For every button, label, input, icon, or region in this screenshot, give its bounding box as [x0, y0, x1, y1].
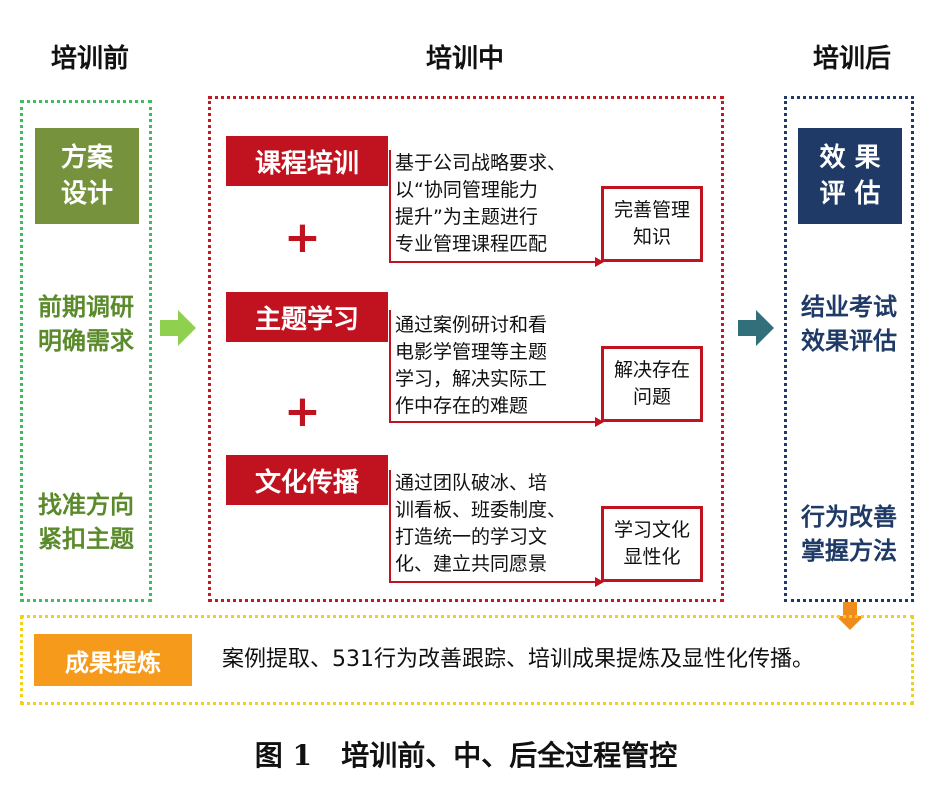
culture-spread-block: 文化传播 — [226, 455, 388, 505]
arrow-right-green-icon — [160, 310, 196, 346]
effect-evaluation-block: 效 果 评 估 — [798, 128, 902, 224]
outcome-text: 案例提取、531行为改善跟踪、培训成果提炼及显性化传播。 — [222, 647, 814, 672]
course-training-block: 课程培训 — [226, 136, 388, 186]
phase-title-after: 培训后 — [812, 44, 891, 74]
figure-caption: 图 1 培训前、中、后全过程管控 — [254, 739, 678, 772]
theme-learning-desc: 通过案例研讨和看 电影学管理等主题 学习，解决实际工 作中存在的难题 — [395, 314, 548, 417]
before-phase-box — [20, 100, 152, 602]
before-item-research: 前期调研 明确需求 — [38, 293, 134, 355]
phase-title-before: 培训前 — [50, 44, 129, 74]
plus-icon: + — [284, 212, 321, 263]
theme-learning-block: 主题学习 — [226, 292, 388, 342]
plan-design-block: 方案 设计 — [35, 128, 139, 224]
culture-spread-result: 学习文化 显性化 — [601, 506, 703, 582]
outcome-label-block: 成果提炼 — [34, 634, 192, 686]
plus-icon: + — [284, 386, 321, 437]
course-training-desc: 基于公司战略要求、 以“协同管理能力 提升”为主题进行 专业管理课程匹配 — [395, 152, 567, 255]
theme-learning-result: 解决存在 问题 — [601, 346, 703, 422]
arrow-right-teal-icon — [738, 310, 774, 346]
outcome-box — [20, 615, 914, 705]
before-item-direction: 找准方向 紧扣主题 — [38, 491, 134, 553]
after-item-behavior: 行为改善 掌握方法 — [801, 503, 897, 565]
during-phase-box — [208, 96, 724, 602]
connector-lines — [389, 150, 604, 587]
after-item-exam: 结业考试 效果评估 — [801, 293, 897, 355]
course-training-result: 完善管理 知识 — [601, 186, 703, 262]
culture-spread-desc: 通过团队破冰、培 训看板、班委制度、 打造统一的学习文 化、建立共同愿景 — [395, 472, 567, 575]
phase-title-during: 培训中 — [425, 44, 504, 74]
after-phase-box — [784, 96, 914, 602]
